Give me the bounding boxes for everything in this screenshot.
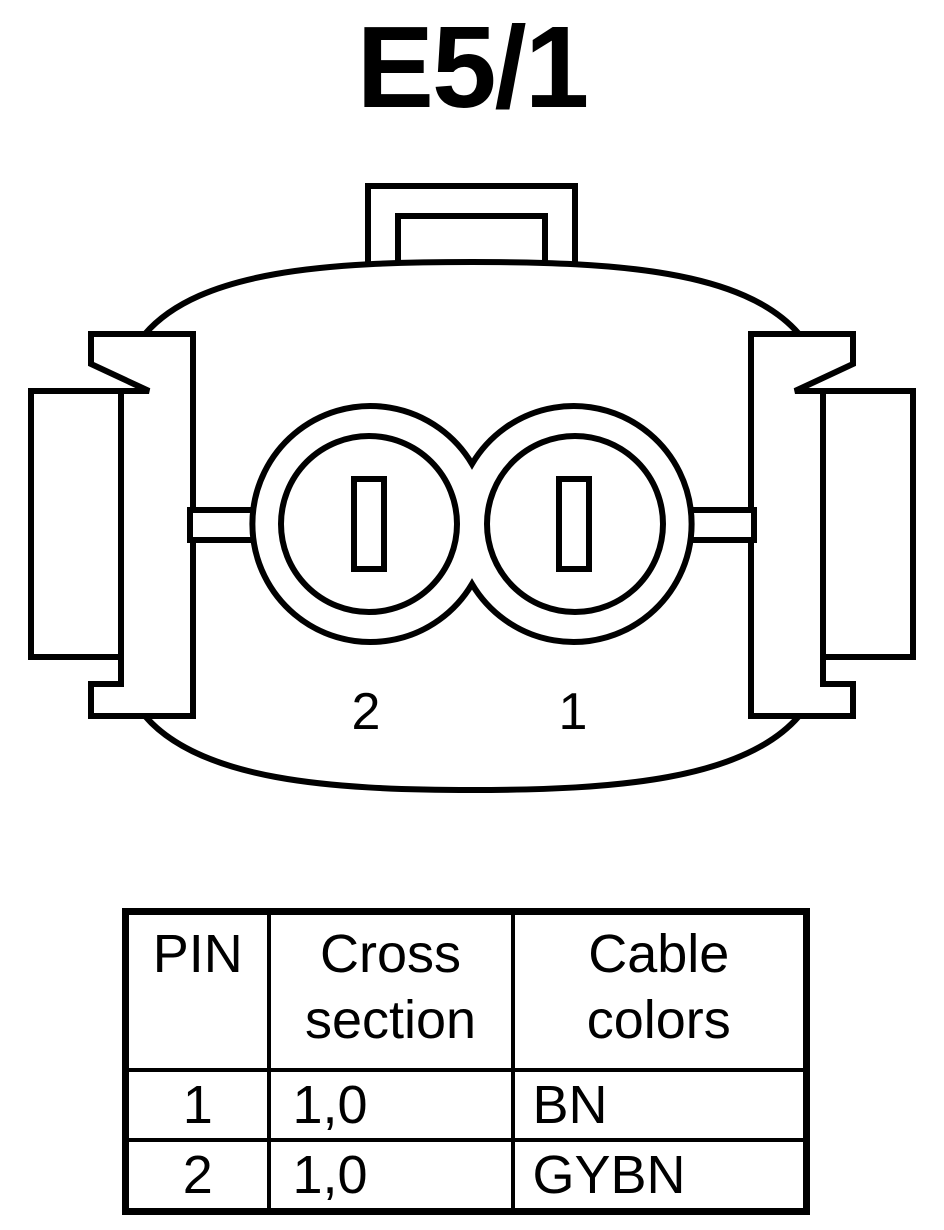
- pin-2-label: 2: [352, 683, 381, 741]
- header-cross-line-1: Cross: [319, 924, 461, 984]
- pin-1-label: 1: [559, 683, 588, 741]
- table-header-row: PIN Cross section Cable colors: [123, 909, 809, 1072]
- connector-title: E5/1: [356, 2, 590, 132]
- header-cross-line-2: section: [304, 990, 477, 1050]
- pin-assignment-table: PIN Cross section Cable colors 1 1,0 BN …: [122, 908, 810, 1215]
- pin-2-contact: [351, 476, 387, 572]
- header-pin: PIN: [123, 909, 271, 1072]
- row-1-cross-section: 1,0: [266, 1068, 515, 1142]
- pin-1-contact: [556, 476, 592, 572]
- row-1-pin: 1: [123, 1068, 271, 1142]
- connector-diagram: 2 1: [28, 183, 916, 794]
- table-row: 1 1,0 BN: [123, 1068, 809, 1142]
- row-1-cable-color: BN: [510, 1068, 809, 1142]
- header-cross-section: Cross section: [266, 909, 515, 1072]
- table-row: 2 1,0 GYBN: [123, 1138, 809, 1214]
- header-cable-colors: Cable colors: [510, 909, 809, 1072]
- header-pin-line: PIN: [152, 924, 243, 984]
- row-2-cross-section: 1,0: [266, 1138, 515, 1214]
- header-color-line-2: colors: [586, 990, 731, 1050]
- row-2-pin: 2: [123, 1138, 271, 1214]
- row-2-cable-color: GYBN: [510, 1138, 809, 1214]
- header-color-line-1: Cable: [588, 924, 730, 984]
